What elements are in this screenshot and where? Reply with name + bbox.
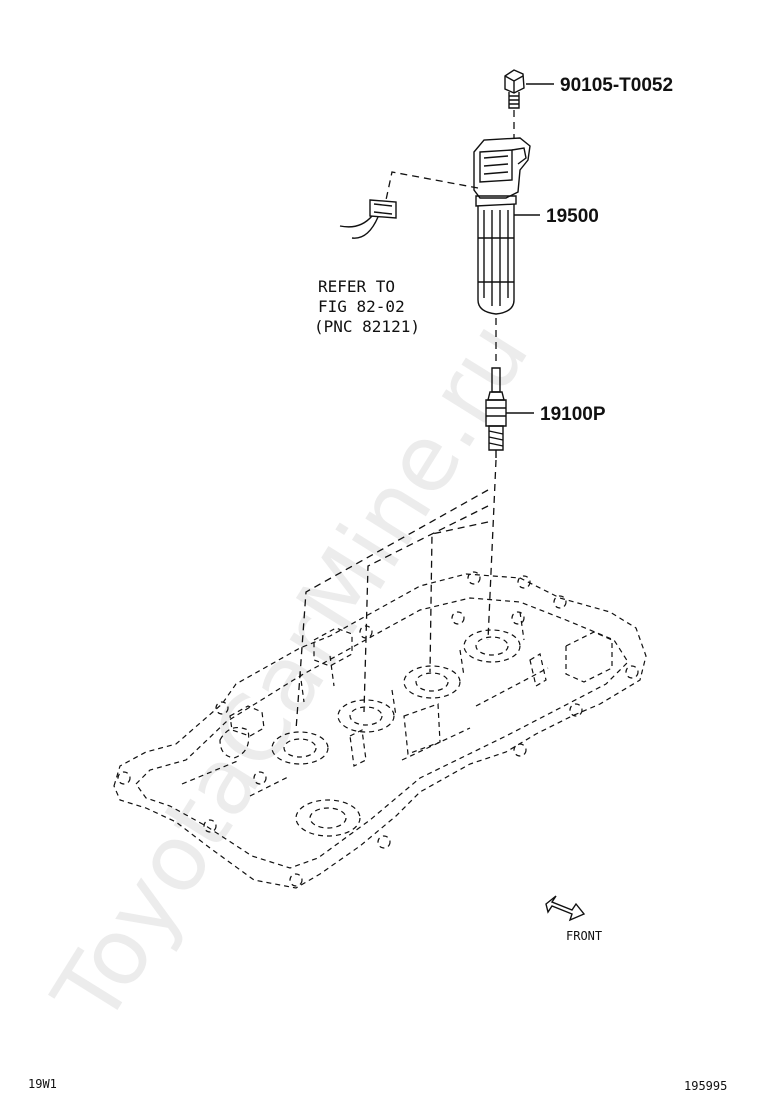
alignment-line-cyl3 [429, 521, 489, 673]
harness-connector-drawing [339, 199, 397, 239]
plug-alignment-line [487, 459, 497, 641]
part-number-90105-T0052[interactable]: 90105-T0052 [560, 75, 673, 96]
front-direction-arrow-icon [545, 895, 586, 922]
connector-reference-line [385, 171, 479, 201]
footer-left-code: 19W1 [28, 1077, 57, 1091]
reference-note-line-1: REFER TO [318, 277, 395, 296]
bolt-drawing [504, 69, 525, 109]
front-direction-label: FRONT [566, 929, 602, 943]
cylinder-head-cover-drawing [113, 571, 647, 889]
spark-plug-drawing [485, 367, 507, 458]
part-number-19100P[interactable]: 19100P [540, 404, 606, 425]
alignment-line-cyl2 [363, 505, 489, 713]
reference-note-line-2[interactable]: FIG 82-02 [318, 297, 405, 316]
footer-right-code: 195995 [684, 1079, 727, 1093]
part-number-19500[interactable]: 19500 [546, 206, 599, 227]
watermark-text: ToyotaCarMine.ru [32, 303, 549, 1042]
ignition-coil-drawing [473, 137, 531, 315]
alignment-line-cyl1 [295, 489, 489, 731]
reference-note-line-3: (PNC 82121) [314, 317, 420, 336]
